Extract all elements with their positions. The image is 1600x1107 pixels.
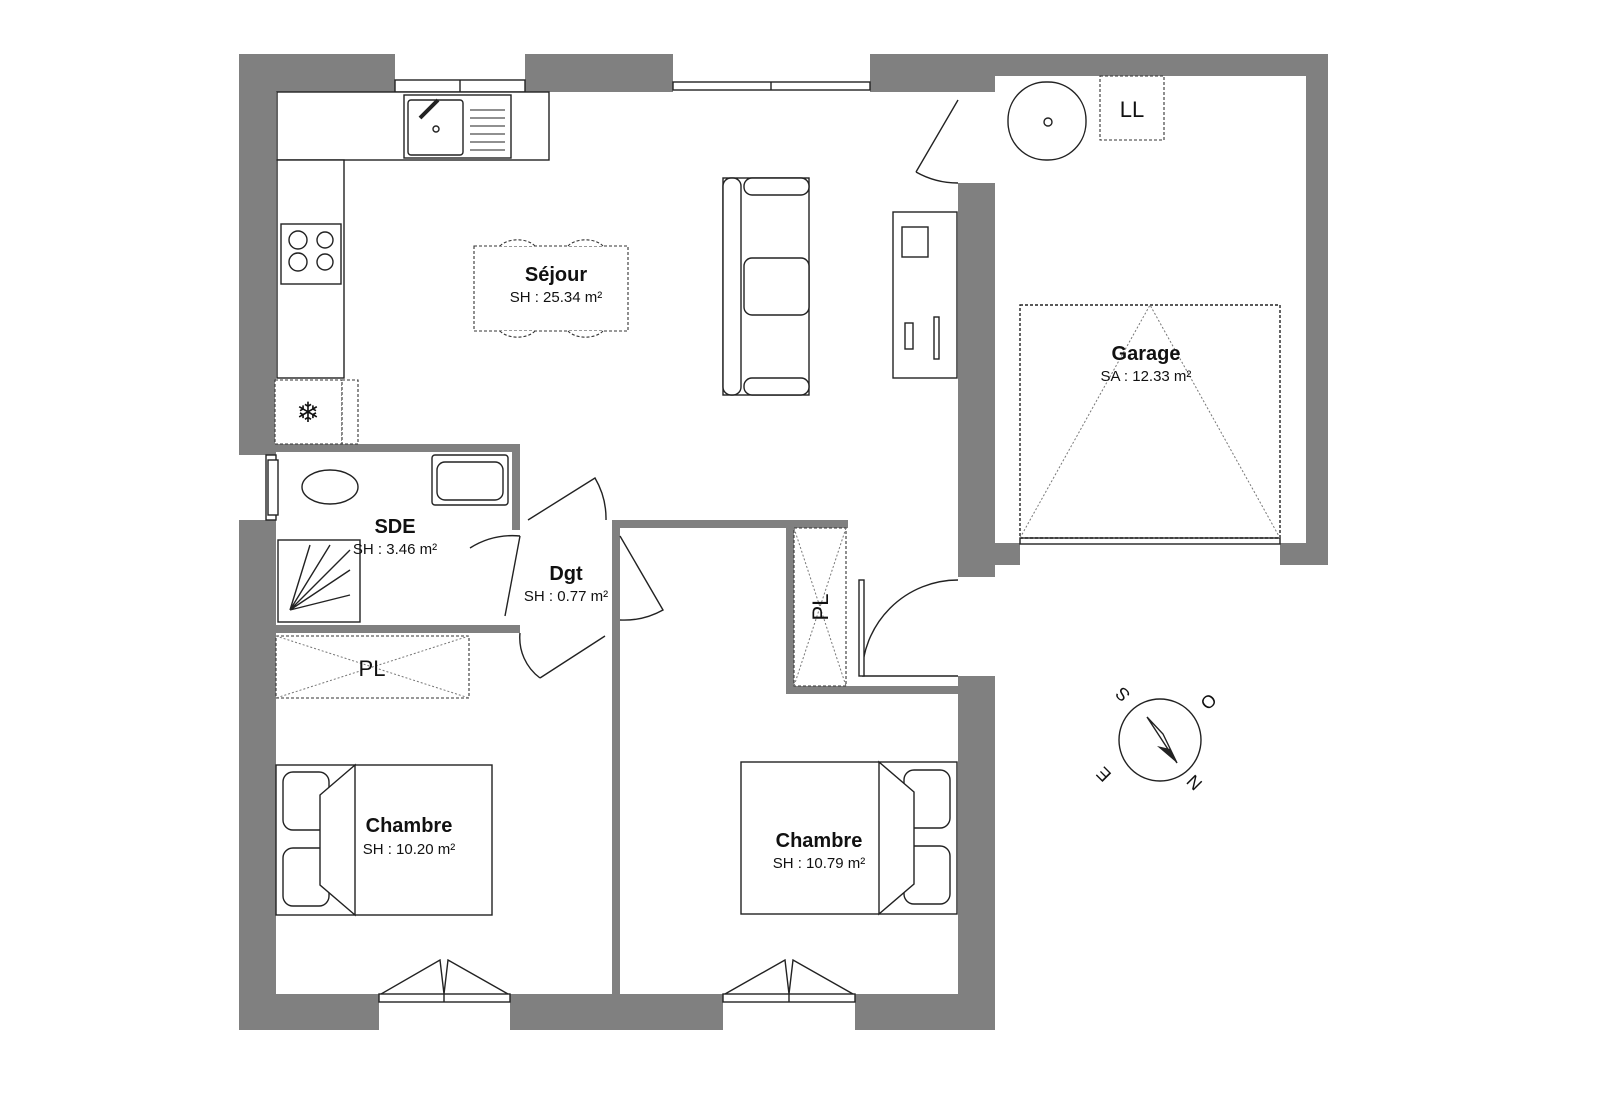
svg-text:Séjour: Séjour xyxy=(525,264,587,286)
closet-1 xyxy=(275,635,470,699)
svg-text:S: S xyxy=(1111,683,1134,706)
svg-text:SH : 0.77 m²: SH : 0.77 m² xyxy=(524,588,608,605)
room-chambre-2: Chambre SH : 10.79 m² xyxy=(773,830,866,872)
room-garage: Garage SA : 12.33 m² xyxy=(1101,343,1192,385)
room-sejour: Séjour SH : 25.34 m² xyxy=(510,264,603,306)
laundry-area xyxy=(1099,75,1165,141)
room-chambre-1: Chambre SH : 10.20 m² xyxy=(363,815,456,858)
room-sde: SDE SH : 3.46 m² xyxy=(353,516,437,558)
compass: S O N E xyxy=(1092,683,1220,795)
bathroom-fixtures xyxy=(267,454,509,623)
svg-text:SH : 3.46 m²: SH : 3.46 m² xyxy=(353,541,437,558)
walls xyxy=(239,54,1328,1030)
snowflake-icon: ❄ xyxy=(296,397,319,428)
doors xyxy=(469,99,1281,679)
svg-text:O: O xyxy=(1197,690,1221,714)
svg-text:Garage: Garage xyxy=(1112,343,1181,365)
closet-2-label: PL xyxy=(808,594,833,621)
windows xyxy=(265,79,1281,1003)
laundry-label: LL xyxy=(1120,97,1144,122)
room-dgt: Dgt SH : 0.77 m² xyxy=(524,563,608,605)
svg-text:SA : 12.33 m²: SA : 12.33 m² xyxy=(1101,368,1192,385)
cooktop xyxy=(280,223,342,285)
svg-text:Chambre: Chambre xyxy=(366,815,453,837)
bed-2 xyxy=(740,760,958,916)
water-heater xyxy=(1007,81,1087,161)
svg-text:N: N xyxy=(1183,771,1206,794)
tv-unit xyxy=(892,211,958,379)
svg-text:SDE: SDE xyxy=(374,516,415,538)
closet-2 xyxy=(793,527,847,687)
bed-1 xyxy=(275,763,493,917)
fridge xyxy=(274,379,343,445)
svg-text:E: E xyxy=(1092,763,1115,786)
svg-text:Dgt: Dgt xyxy=(549,563,583,585)
svg-text:SH : 10.79 m²: SH : 10.79 m² xyxy=(773,855,866,872)
svg-text:SH : 10.20 m²: SH : 10.20 m² xyxy=(363,841,456,858)
svg-text:Chambre: Chambre xyxy=(776,830,863,852)
closet-1-label: PL xyxy=(359,656,386,681)
kitchen-counter: ❄ xyxy=(274,91,550,445)
svg-text:SH : 25.34 m²: SH : 25.34 m² xyxy=(510,289,603,306)
dining-table xyxy=(473,239,629,338)
sofa xyxy=(722,177,810,396)
